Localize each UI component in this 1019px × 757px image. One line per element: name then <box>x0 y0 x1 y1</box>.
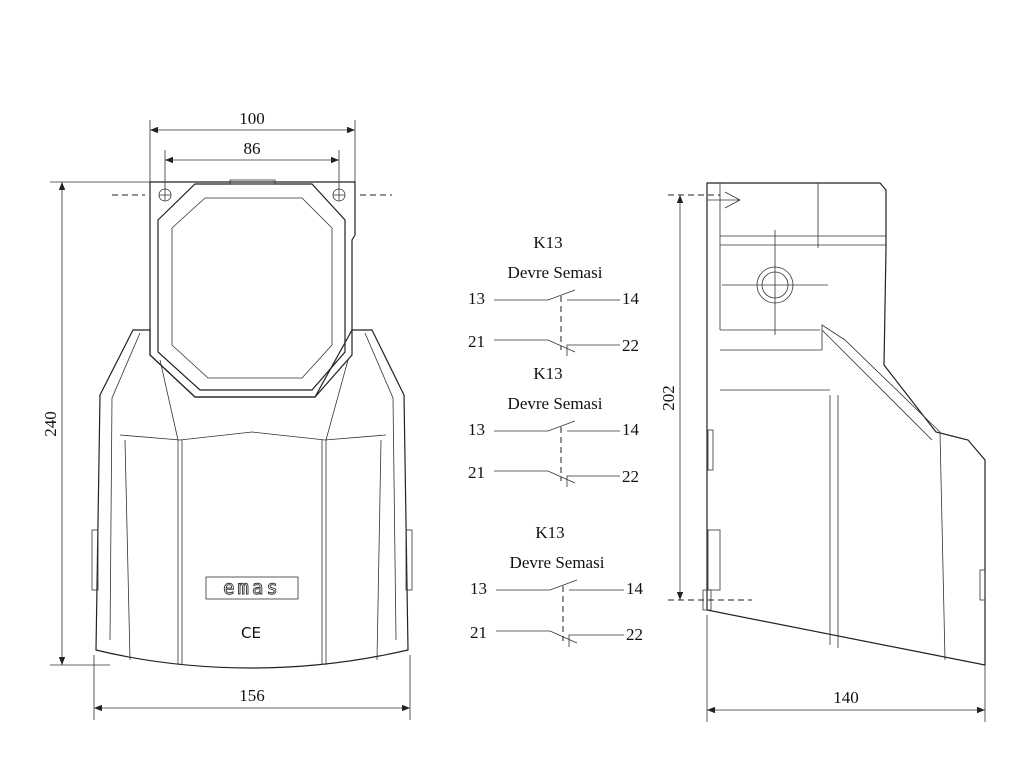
schematic-title: K13 <box>535 523 564 542</box>
schematic-subtitle: Devre Semasi <box>508 394 603 413</box>
terminal-14: 14 <box>622 420 640 439</box>
schematic-subtitle: Devre Semasi <box>508 263 603 282</box>
side-view: 202 140 <box>659 182 986 722</box>
terminal-21: 21 <box>470 623 487 642</box>
terminal-13: 13 <box>468 420 485 439</box>
terminal-13: 13 <box>470 579 487 598</box>
schematic-title: K13 <box>533 233 562 252</box>
terminal-14: 14 <box>626 579 644 598</box>
schematic-1: K13 Devre Semasi 13 14 21 22 <box>468 233 640 356</box>
terminal-22: 22 <box>622 467 639 486</box>
terminal-14: 14 <box>622 289 640 308</box>
terminal-22: 22 <box>622 336 639 355</box>
dim-86: 86 <box>244 139 261 158</box>
schematic-subtitle: Devre Semasi <box>510 553 605 572</box>
logo-text: emas <box>223 577 281 599</box>
terminal-13: 13 <box>468 289 485 308</box>
dim-202: 202 <box>659 385 678 411</box>
terminal-21: 21 <box>468 463 485 482</box>
schematic-3: K13 Devre Semasi 13 14 21 22 <box>470 523 644 647</box>
emas-logo: emas <box>205 577 299 599</box>
terminal-22: 22 <box>626 625 643 644</box>
ce-mark: CE <box>241 624 261 642</box>
dim-100: 100 <box>239 109 265 128</box>
front-view: emas CE 100 86 240 156 <box>41 109 413 720</box>
schematic-2: K13 Devre Semasi 13 14 21 22 <box>468 364 640 487</box>
dim-240: 240 <box>41 411 60 437</box>
terminal-21: 21 <box>468 332 485 351</box>
dim-140: 140 <box>833 688 859 707</box>
dim-156: 156 <box>239 686 265 705</box>
schematic-title: K13 <box>533 364 562 383</box>
